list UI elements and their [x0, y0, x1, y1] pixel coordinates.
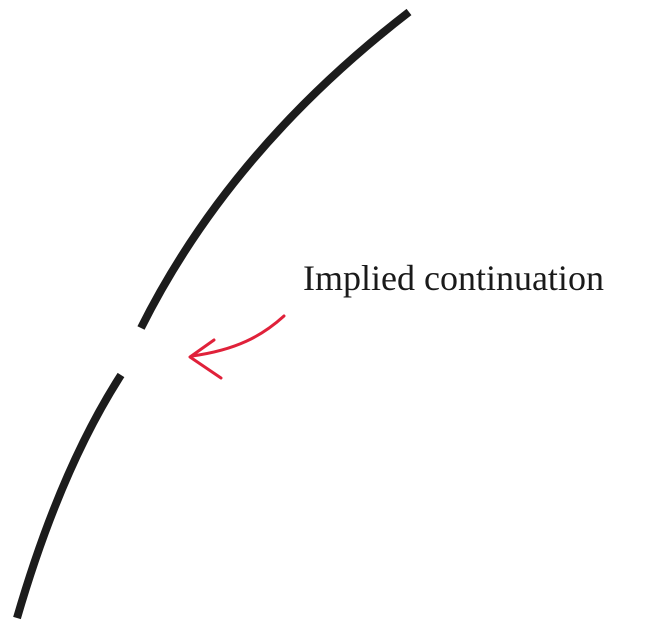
arrow-shaft	[190, 314, 286, 358]
curve-lower-segment	[13, 372, 125, 620]
curve-upper-segment	[137, 8, 412, 330]
annotation-label: Implied continuation	[303, 258, 604, 298]
red-arrow-icon	[188, 314, 286, 380]
arrow-head	[188, 338, 223, 380]
